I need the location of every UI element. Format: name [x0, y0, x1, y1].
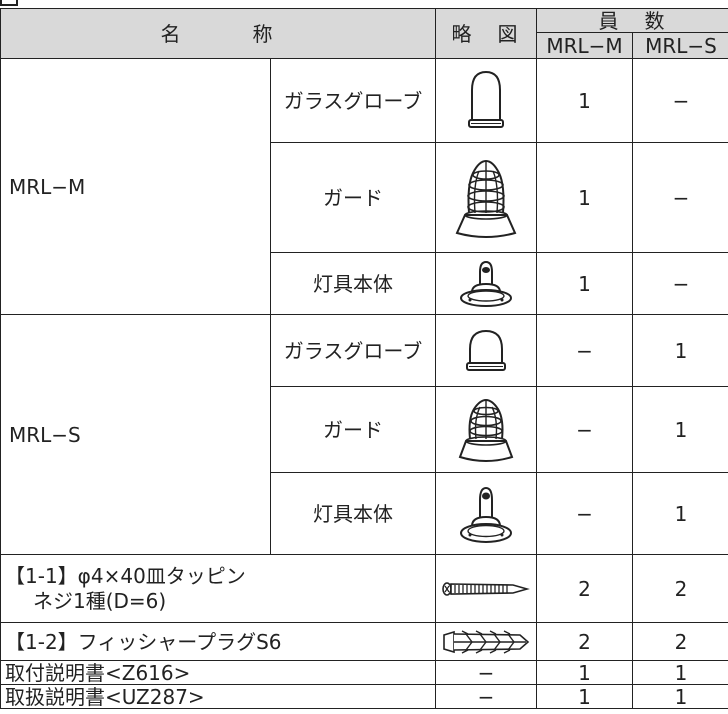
qty-m: 1	[536, 58, 633, 143]
qty-m: −	[536, 472, 633, 555]
part-name: ガード	[270, 386, 436, 473]
accessory-name: 【1-2】フィッシャープラグS6	[0, 622, 436, 661]
qty-s: −	[632, 58, 728, 143]
accessory-name: 取付説明書<Z616>	[0, 660, 436, 685]
table-row: ガード 1 −	[1, 142, 728, 253]
header-row-top: 名 称 略 図 員 数	[0, 8, 728, 59]
glass-globe-icon	[435, 314, 537, 387]
part-name: ガード	[270, 142, 436, 253]
part-name: ガラスグローブ	[270, 58, 436, 143]
table-row: MRL−S ガラスグローブ − 1	[0, 314, 728, 555]
qty-m: 1	[536, 660, 633, 685]
table-row: MRL−M ガラスグローブ 1 −	[0, 58, 728, 315]
guard-icon	[435, 142, 537, 253]
qty-m: 1	[536, 142, 633, 253]
fischer-plug-icon	[435, 622, 537, 661]
parts-table: 名 称 略 図 員 数 MRL−M MRL−S MRL−M ガラスグローブ 1 …	[0, 8, 728, 709]
qty-s: 1	[632, 660, 728, 685]
tapping-screw-icon	[435, 554, 537, 623]
lamp-body-icon	[435, 252, 537, 315]
accessory-name: 【1-1】φ4×40皿タッピン ネジ1種(D=6)	[0, 554, 436, 623]
qty-s: 2	[632, 554, 728, 623]
accessory-line: ネジ1種(D=6)	[33, 588, 167, 613]
header-quantity: 員 数	[536, 8, 728, 33]
header-col-m: MRL−M	[536, 32, 633, 59]
part-name: 灯具本体	[270, 252, 436, 315]
part-name: 灯具本体	[270, 472, 436, 555]
qty-s: −	[632, 252, 728, 315]
qty-s: 2	[632, 622, 728, 661]
table-row: 【1-2】フィッシャープラグS6 2 2	[0, 622, 728, 661]
part-name: ガラスグローブ	[270, 314, 436, 387]
qty-s: 1	[632, 314, 728, 387]
header-name: 名 称	[0, 8, 436, 59]
accessory-name: 取扱説明書<UZ287>	[0, 684, 436, 709]
table-row: 灯具本体 − 1	[1, 472, 728, 555]
model-name: MRL−S	[0, 314, 271, 555]
header-col-s: MRL−S	[632, 32, 728, 59]
qty-m: −	[536, 314, 633, 387]
figure-none: −	[435, 684, 537, 709]
lamp-body-icon	[435, 472, 537, 555]
figure-none: −	[435, 660, 537, 685]
accessory-line: 【1-1】φ4×40皿タッピン	[5, 563, 246, 588]
table-row: 【1-1】φ4×40皿タッピン ネジ1種(D=6) 2 2	[0, 554, 728, 623]
qty-s: 1	[632, 684, 728, 709]
header-figure: 略 図	[435, 8, 537, 59]
table-row: 取付説明書<Z616> − 1 1	[0, 660, 728, 685]
qty-m: 1	[536, 684, 633, 709]
qty-m: 1	[536, 252, 633, 315]
table-row: ガード − 1	[1, 386, 728, 473]
bracket-mark	[0, 0, 18, 6]
qty-m: 2	[536, 554, 633, 623]
qty-m: 2	[536, 622, 633, 661]
qty-s: 1	[632, 472, 728, 555]
qty-s: 1	[632, 386, 728, 473]
guard-icon	[435, 386, 537, 473]
table-row: 取扱説明書<UZ287> − 1 1	[0, 684, 728, 709]
model-name: MRL−M	[0, 58, 271, 315]
table-row: 灯具本体 1 −	[1, 252, 728, 315]
qty-m: −	[536, 386, 633, 473]
glass-globe-icon	[435, 58, 537, 143]
qty-s: −	[632, 142, 728, 253]
